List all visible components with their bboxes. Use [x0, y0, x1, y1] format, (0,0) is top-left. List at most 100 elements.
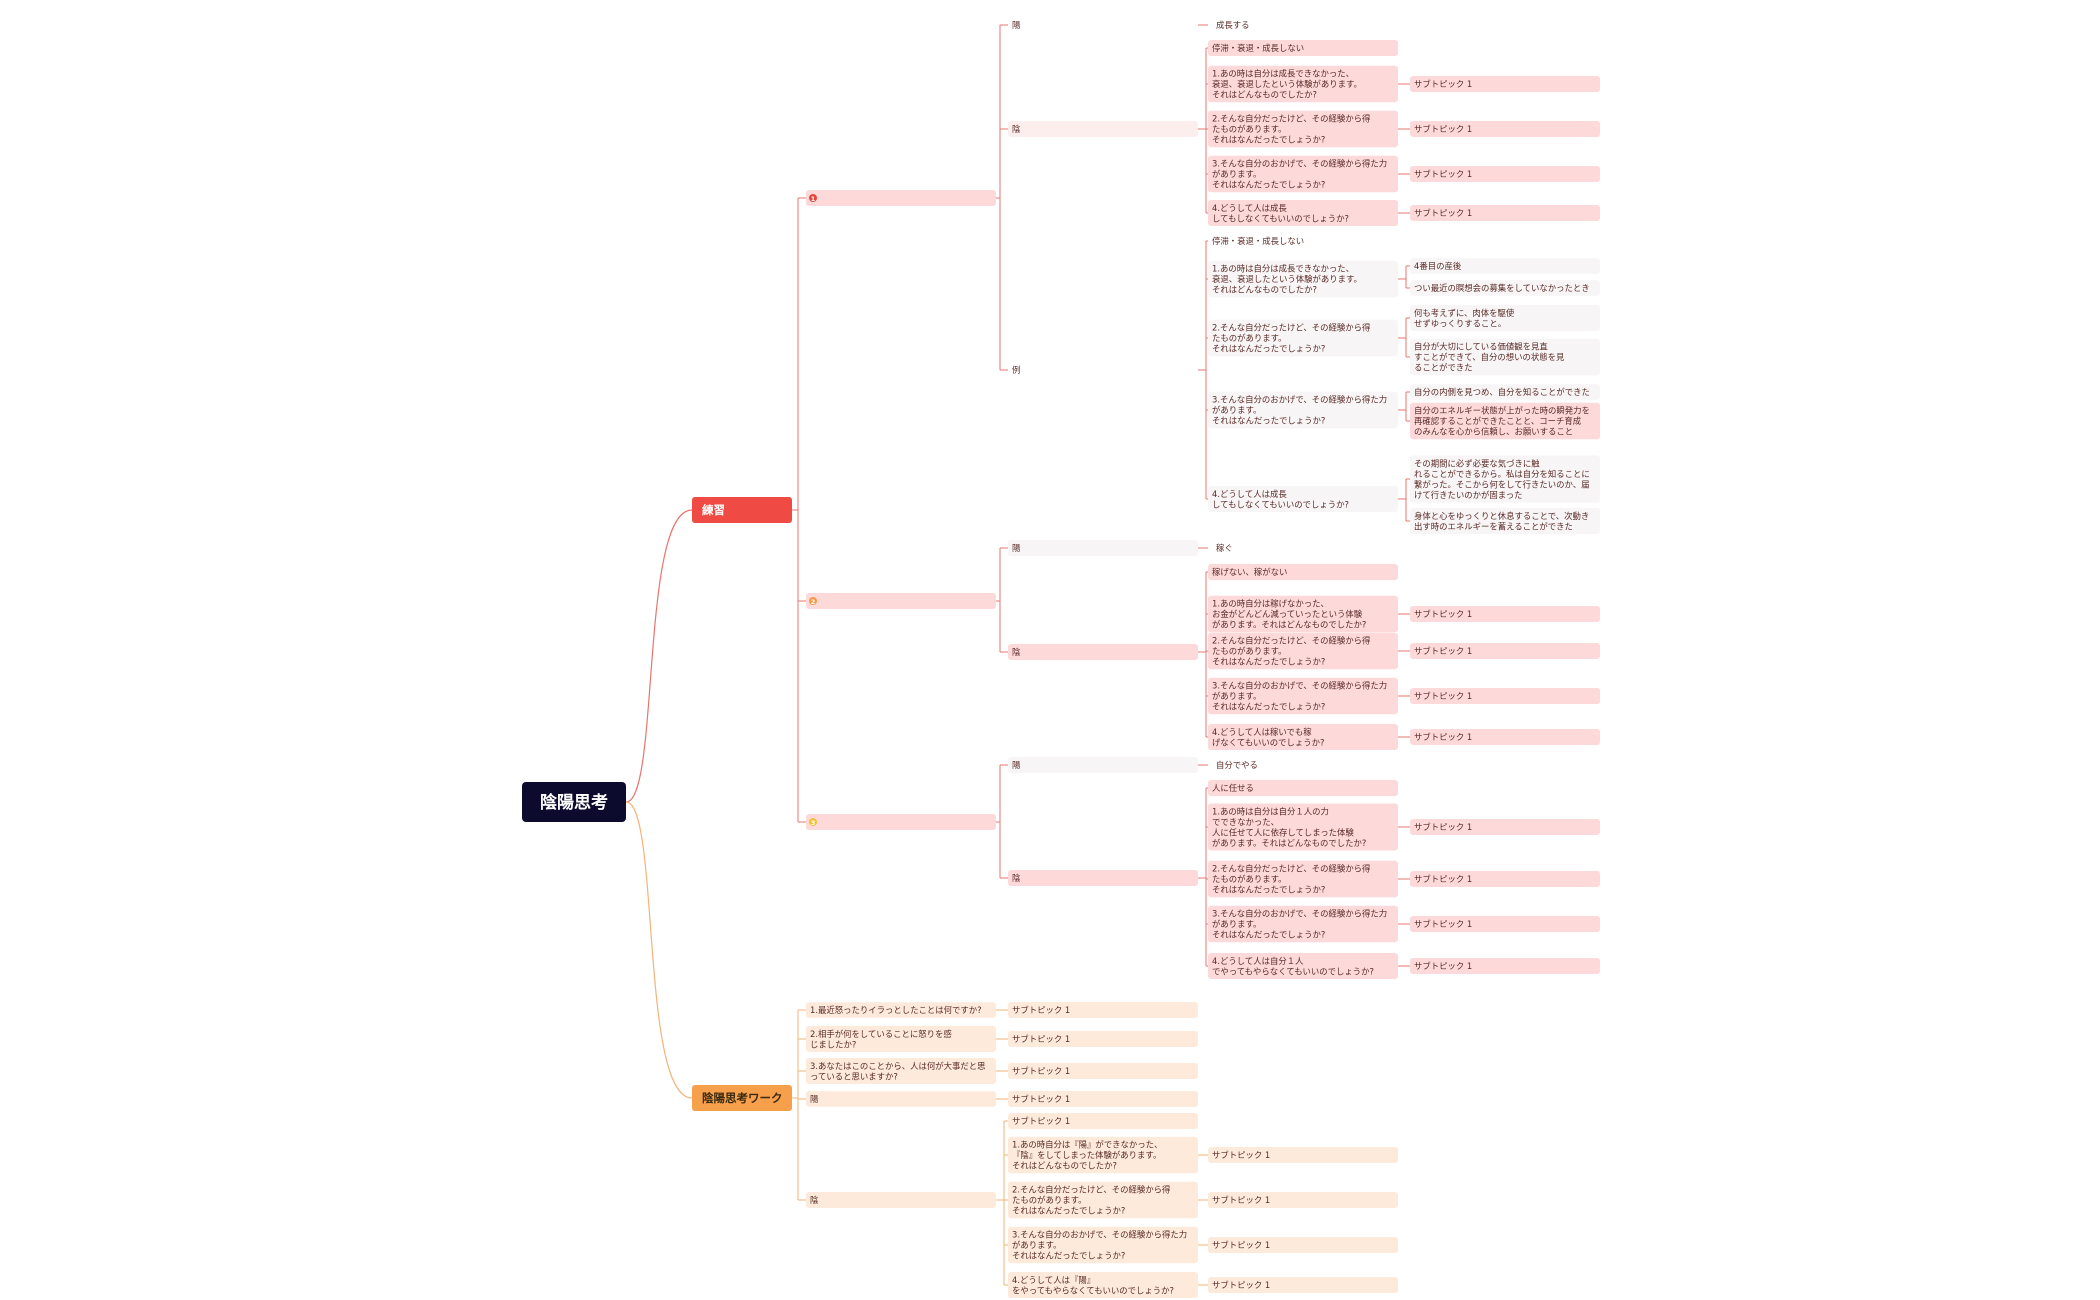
question-3-2[interactable]: 2.そんな自分だったけど、その経験から得たものがあります。それはなんだったでしょ…: [1208, 860, 1398, 898]
example-answer-connector-2: [1398, 317, 1410, 358]
question-1-2[interactable]: 2.そんな自分だったけど、その経験から得たものがあります。それはなんだったでしょ…: [1208, 110, 1398, 148]
work-q-subtopic-4-text: サブトピック 1: [1212, 1280, 1270, 1290]
branch-practice[interactable]: 練習: [692, 497, 792, 523]
branch-work-box: [692, 1085, 792, 1111]
work-item-3[interactable]: 3.あなたはこのことから、人は何が大事だと思っていると思いますか?: [806, 1058, 996, 1084]
subtopic-1-4-text: サブトピック 1: [1414, 208, 1472, 218]
subtopic-2-3[interactable]: サブトピック 1: [1410, 688, 1600, 704]
work-question-1-box: [1008, 1136, 1198, 1174]
work-subtopic-2[interactable]: サブトピック 1: [1008, 1031, 1198, 1047]
work-item-1[interactable]: 1.最近怒ったりイラっとしたことは何ですか?: [806, 1002, 996, 1018]
svg-text:2: 2: [811, 598, 816, 606]
yin-label-2[interactable]: 陰: [1008, 644, 1198, 660]
section-1[interactable]: [806, 190, 996, 206]
question-1-4[interactable]: 4.どうして人は成長してもしなくてもいいのでしょうか?: [1208, 200, 1398, 226]
work-item-4[interactable]: 陽: [806, 1091, 996, 1107]
example-answer-4-2-box: [1410, 508, 1600, 534]
yin-connector-2: [1198, 571, 1208, 738]
yang-label-2[interactable]: 陽: [1012, 543, 1021, 553]
example-answer-1-2-text: つい最近の瞑想会の募集をしていなかったとき: [1414, 283, 1590, 293]
work-yin-label[interactable]: 陰: [806, 1192, 996, 1208]
question-2-1[interactable]: 1.あの時自分は稼げなかった、お金がどんどん減っていったという体験があります。そ…: [1208, 595, 1398, 633]
subtopic-3-1-box: [1410, 819, 1600, 835]
subtopic-2-4-text: サブトピック 1: [1414, 732, 1472, 742]
work-yin-head-box: [1008, 1113, 1198, 1129]
example-answer-4-2[interactable]: 身体と心をゆっくりと休息することで、次動き出す時のエネルギーを蓄えることができた: [1410, 508, 1600, 534]
yin-head-3[interactable]: 人に任せる: [1208, 780, 1398, 796]
section-3[interactable]: [806, 814, 996, 830]
subtopic-3-4-text: サブトピック 1: [1414, 961, 1472, 971]
work-yin-label-text: 陰: [810, 1195, 819, 1205]
yin-head-2[interactable]: 稼げない、稼がない: [1208, 564, 1398, 580]
question-2-3[interactable]: 3.そんな自分のおかげで、その経験から得た力があります。それはなんだったでしょう…: [1208, 677, 1398, 715]
subtopic-2-2[interactable]: サブトピック 1: [1410, 643, 1600, 659]
example-answer-4-1[interactable]: その期間に必ず必要な気づきに触れることができるから。私は自分を知ることに繋がった…: [1410, 455, 1600, 503]
question-3-4[interactable]: 4.どうして人は自分１人でやってもやらなくてもいいのでしょうか?: [1208, 953, 1398, 979]
subtopic-1-4[interactable]: サブトピック 1: [1410, 205, 1600, 221]
question-1-3[interactable]: 3.そんな自分のおかげで、その経験から得た力があります。それはなんだったでしょう…: [1208, 155, 1398, 193]
subtopic-3-3-text: サブトピック 1: [1414, 919, 1472, 929]
example-answer-3-1-text: 自分の内側を見つめ、自分を知ることができた: [1414, 387, 1590, 397]
work-question-2[interactable]: 2.そんな自分だったけど、その経験から得たものがあります。それはなんだったでしょ…: [1008, 1181, 1198, 1219]
question-2-4[interactable]: 4.どうして人は稼いでも稼げなくてもいいのでしょうか?: [1208, 724, 1398, 750]
svg-text:1: 1: [811, 195, 816, 203]
work-subtopic-3[interactable]: サブトピック 1: [1008, 1063, 1198, 1079]
example-label[interactable]: 例: [1012, 365, 1020, 375]
work-subtopic-1[interactable]: サブトピック 1: [1008, 1002, 1198, 1018]
yang-item-1[interactable]: 成長する: [1216, 20, 1250, 30]
subtopic-2-1[interactable]: サブトピック 1: [1410, 606, 1600, 622]
yang-item-2[interactable]: 稼ぐ: [1216, 543, 1233, 553]
question-2-2[interactable]: 2.そんな自分だったけど、その経験から得たものがあります。それはなんだったでしょ…: [1208, 632, 1398, 670]
example-head[interactable]: 停滞・衰退・成長しない: [1212, 236, 1304, 246]
yin-head-1[interactable]: 停滞・衰退・成長しない: [1208, 40, 1398, 56]
example-answer-3-1[interactable]: 自分の内側を見つめ、自分を知ることができた: [1410, 384, 1600, 400]
root-node[interactable]: 陰陽思考: [522, 782, 626, 822]
example-answer-3-2[interactable]: 自分のエネルギー状態が上がった時の瞬発力を再確認することができたことと、コーチ育…: [1410, 402, 1600, 440]
example-question-2[interactable]: 2.そんな自分だったけど、その経験から得たものがあります。それはなんだったでしょ…: [1208, 319, 1398, 357]
example-answer-1-2[interactable]: つい最近の瞑想会の募集をしていなかったとき: [1410, 280, 1600, 296]
subtopic-1-3[interactable]: サブトピック 1: [1410, 166, 1600, 182]
work-yin-head[interactable]: サブトピック 1: [1008, 1113, 1198, 1129]
work-q-subtopic-1[interactable]: サブトピック 1: [1208, 1147, 1398, 1163]
root-node-text: 陰陽思考: [540, 792, 608, 813]
subtopic-3-3[interactable]: サブトピック 1: [1410, 916, 1600, 932]
example-question-4[interactable]: 4.どうして人は成長してもしなくてもいいのでしょうか?: [1208, 486, 1398, 512]
work-item-2[interactable]: 2.相手が何をしていることに怒りを感じましたか?: [806, 1026, 996, 1052]
yin-label-1[interactable]: 陰: [1008, 121, 1198, 137]
section-1-connector: [996, 24, 1008, 371]
subtopic-3-1[interactable]: サブトピック 1: [1410, 819, 1600, 835]
example-question-1[interactable]: 1.あの時は自分は成長できなかった、衰退、衰退したという体験があります。それはど…: [1208, 260, 1398, 298]
subtopic-1-1[interactable]: サブトピック 1: [1410, 76, 1600, 92]
work-q-subtopic-2[interactable]: サブトピック 1: [1208, 1192, 1398, 1208]
yang-item-3[interactable]: 自分でやる: [1216, 760, 1258, 770]
work-subtopic-4-box: [1008, 1091, 1198, 1107]
example-question-3[interactable]: 3.そんな自分のおかげで、その経験から得た力があります。それはなんだったでしょう…: [1208, 391, 1398, 429]
branch-work[interactable]: 陰陽思考ワーク: [692, 1085, 792, 1111]
work-q-subtopic-3[interactable]: サブトピック 1: [1208, 1237, 1398, 1253]
example-answer-connector-1: [1398, 265, 1410, 289]
yin-label-3[interactable]: 陰: [1008, 870, 1198, 886]
question-2-4-box: [1208, 724, 1398, 750]
subtopic-3-4[interactable]: サブトピック 1: [1410, 958, 1600, 974]
work-subtopic-4[interactable]: サブトピック 1: [1008, 1091, 1198, 1107]
yang-label-1[interactable]: 陽: [1012, 20, 1021, 30]
subtopic-2-4[interactable]: サブトピック 1: [1410, 729, 1600, 745]
question-1-1[interactable]: 1.あの時は自分は成長できなかった、衰退、衰退したという体験があります。それはど…: [1208, 65, 1398, 103]
example-answer-2-1[interactable]: 何も考えずに、肉体を駆使せずゆっくりすること。: [1410, 305, 1600, 331]
yang-label-3[interactable]: 陽: [1012, 760, 1021, 770]
work-q-subtopic-4[interactable]: サブトピック 1: [1208, 1277, 1398, 1293]
question-3-3[interactable]: 3.そんな自分のおかげで、その経験から得た力があります。それはなんだったでしょう…: [1208, 905, 1398, 943]
subtopic-1-2[interactable]: サブトピック 1: [1410, 121, 1600, 137]
example-answer-1-1-box: [1410, 258, 1600, 274]
work-q-subtopic-1-box: [1208, 1147, 1398, 1163]
example-answer-1-1[interactable]: 4番目の産後: [1410, 258, 1600, 274]
question-3-1[interactable]: 1.あの時は自分は自分１人の力でできなかった、人に任せて人に依存してしまった体験…: [1208, 803, 1398, 851]
subtopic-1-3-text: サブトピック 1: [1414, 169, 1472, 179]
work-question-3[interactable]: 3.そんな自分のおかげで、その経験から得た力があります。それはなんだったでしょう…: [1008, 1226, 1198, 1264]
section-2[interactable]: [806, 593, 996, 609]
section-3-connector: [996, 764, 1008, 879]
work-question-4[interactable]: 4.どうして人は『陽』をやってもやらなくてもいいのでしょうか?: [1008, 1272, 1198, 1298]
example-answer-2-2[interactable]: 自分が大切にしている価値観を見直すことができて、自分の想いの状態を見ることができ…: [1410, 338, 1600, 376]
work-question-1[interactable]: 1.あの時自分は『陽』ができなかった、『陰』をしてしまった体験があります。それは…: [1008, 1136, 1198, 1174]
subtopic-3-2[interactable]: サブトピック 1: [1410, 871, 1600, 887]
